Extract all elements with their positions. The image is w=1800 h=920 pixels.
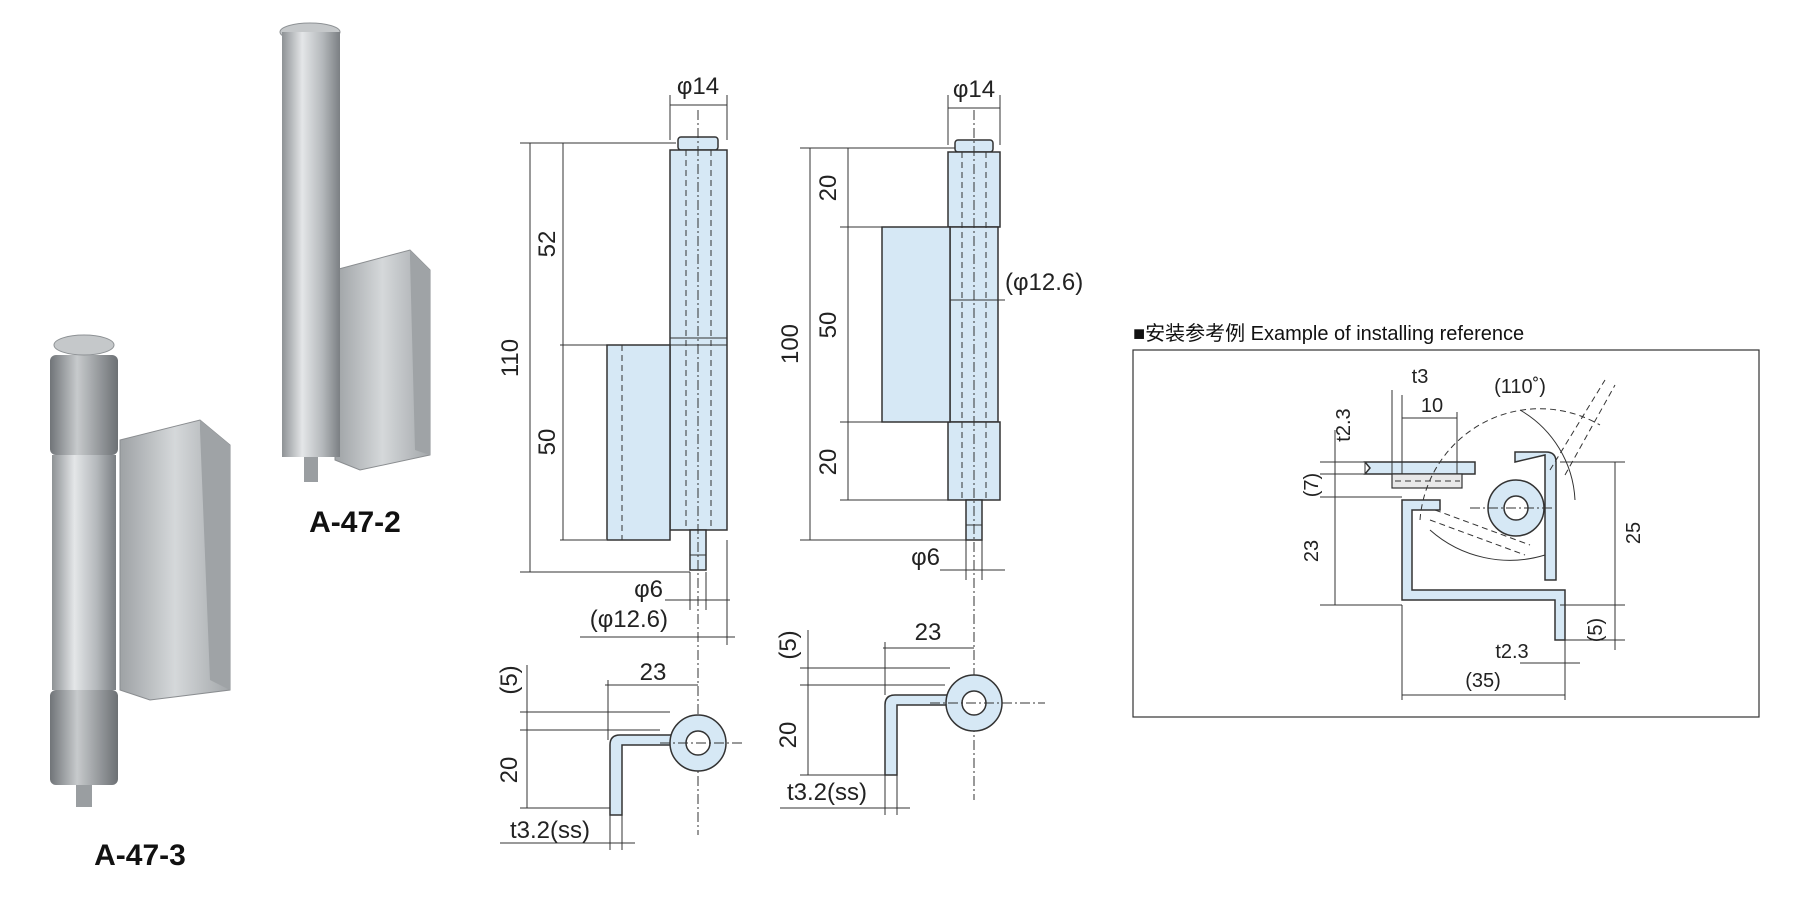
install-t3: t3 (1412, 366, 1429, 388)
install-t23-top: t2.3 (1333, 408, 1355, 441)
install-dim7: (7) (1301, 473, 1323, 497)
product-label-a47-2: A-47-2 (309, 506, 401, 539)
install-dim5: (5) (1585, 618, 1607, 642)
install-dim25: 25 (1623, 522, 1645, 544)
dim-left-height: 20 (496, 757, 523, 784)
product-label-a47-3: A-47-3 (94, 839, 186, 872)
install-dim23: 23 (1301, 540, 1323, 562)
install-title: ■安装参考例 Example of installing reference (1133, 322, 1524, 345)
install-diagram (1320, 379, 1625, 700)
dim-right-top-seg: 20 (815, 175, 842, 202)
dim-left-thickness: t3.2(ss) (510, 817, 590, 844)
install-dim35: (35) (1465, 670, 1501, 692)
dim-right-mid-seg: 50 (815, 312, 842, 339)
dim-left-upper: 52 (534, 231, 561, 258)
dim-left-lower: 50 (534, 429, 561, 456)
install-angle: (110˚) (1494, 376, 1546, 398)
dim-right-pin-dia: φ6 (911, 544, 940, 571)
dim-left-gap: (5) (496, 665, 523, 694)
install-t23-bottom: t2.3 (1495, 641, 1528, 663)
drawing-right (780, 95, 1045, 815)
install-dim10: 10 (1421, 395, 1443, 417)
drawing-left (500, 95, 745, 850)
dim-left-dia-top: φ14 (677, 73, 719, 100)
install-frame (1132, 349, 1760, 718)
dim-left-width: 23 (640, 659, 667, 686)
product-photo-a47-2 (279, 22, 431, 482)
dim-right-barrel-dia: (φ12.6) (1005, 269, 1083, 296)
dim-left-barrel-dia: (φ12.6) (590, 606, 668, 633)
dim-right-thickness: t3.2(ss) (787, 779, 867, 806)
dim-right-width: 23 (915, 619, 942, 646)
dim-right-overall: 100 (777, 324, 804, 364)
dim-right-height: 20 (775, 722, 802, 749)
dim-left-overall: 110 (497, 339, 524, 377)
dim-left-pin-dia: φ6 (634, 576, 663, 603)
dim-right-bottom-seg: 20 (815, 449, 842, 476)
product-photo-a47-3 (50, 334, 231, 807)
dim-right-gap: (5) (775, 630, 802, 659)
dim-right-dia-top: φ14 (953, 76, 995, 103)
